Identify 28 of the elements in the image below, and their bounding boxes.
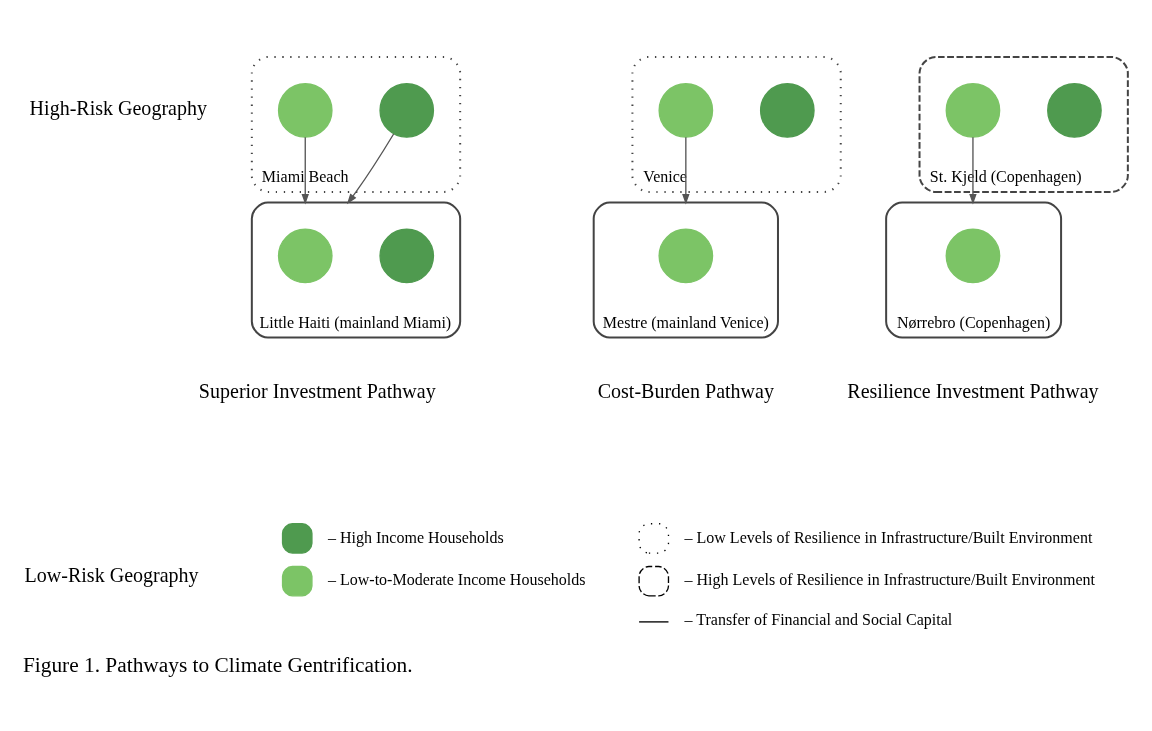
legend-label: – Low-to-Moderate Income Households — [327, 571, 586, 589]
node-circle — [945, 228, 1001, 284]
legend-label: – High Levels of Resilience in Infrastructure/Built Environment — [684, 571, 1096, 589]
caption: Figure 1. Pathways to Climate Gentrification. — [22, 653, 413, 678]
arrow — [682, 136, 690, 205]
node-circle — [379, 83, 435, 138]
label: Cost-Burden Pathway — [597, 380, 774, 403]
node-circle — [277, 83, 333, 138]
cluster: Nørrebro (Copenhagen) — [885, 201, 1063, 339]
label: Low-Risk Geography — [24, 563, 199, 586]
label: Superior Investment Pathway — [198, 380, 436, 403]
cluster: Little Haiti (mainland Miami) — [250, 201, 462, 339]
arrow — [969, 136, 977, 205]
node-circle — [658, 228, 714, 284]
node-circle — [1047, 83, 1102, 138]
node-circle — [379, 228, 435, 284]
node-circle — [759, 83, 815, 138]
node-circle — [945, 83, 1001, 138]
arrow — [346, 133, 395, 205]
legend-label: – Low Levels of Resilience in Infrastructure/Built Environment — [684, 528, 1093, 546]
label: High-Risk Geography — [29, 97, 207, 120]
cluster: Mestre (mainland Venice) — [592, 201, 779, 339]
legend-label: – Transfer of Financial and Social Capital — [684, 610, 953, 628]
node-circle — [277, 228, 333, 284]
legend-label: – High Income Households — [327, 528, 504, 546]
arrow — [301, 136, 309, 205]
label: Resilience Investment Pathway — [847, 380, 1099, 403]
node-circle — [658, 83, 714, 138]
